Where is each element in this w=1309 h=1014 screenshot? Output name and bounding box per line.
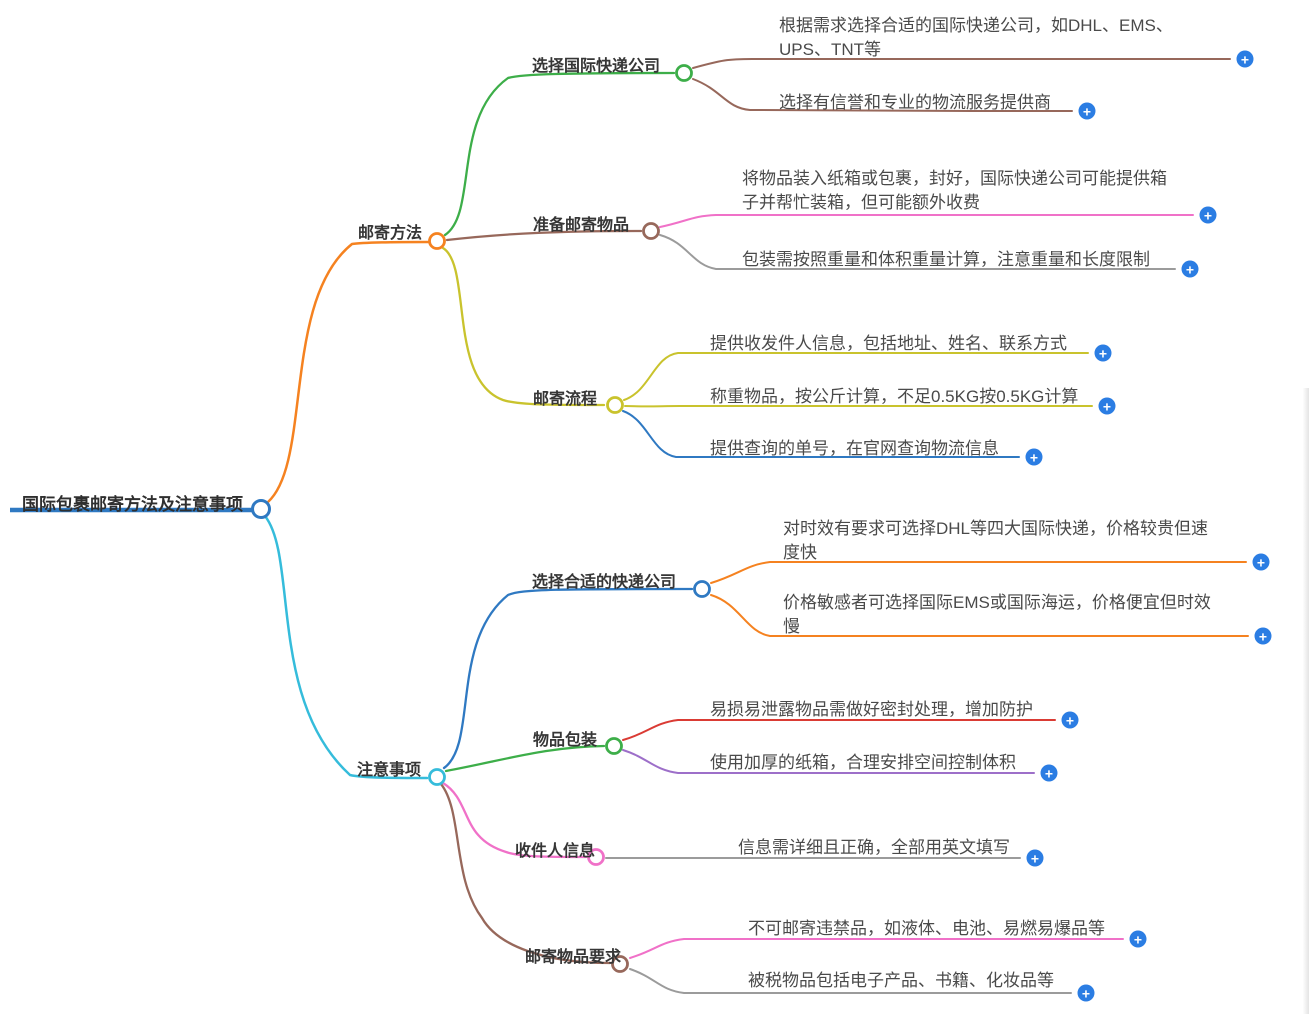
connector-line — [659, 214, 1194, 228]
node-collapse-handle[interactable] — [251, 499, 271, 519]
node-collapse-handle[interactable] — [605, 737, 623, 755]
connector-line — [623, 352, 1089, 401]
add-child-button[interactable]: + — [1078, 102, 1096, 120]
add-child-button[interactable]: + — [1040, 764, 1058, 782]
connector-line — [710, 594, 1249, 637]
connector-line — [692, 78, 1073, 112]
node-collapse-handle[interactable] — [642, 222, 660, 240]
connector-line — [659, 234, 1176, 270]
node-collapse-handle[interactable] — [587, 848, 605, 866]
scrollbar-track[interactable] — [1303, 388, 1309, 1014]
connector-line — [441, 246, 606, 407]
topic-item-packaging[interactable]: 物品包装 — [533, 732, 598, 749]
node-collapse-handle[interactable] — [611, 955, 629, 973]
leaf-note[interactable]: 易损易泄露物品需做好密封处理，增加防护 — [710, 700, 1033, 719]
add-child-button[interactable]: + — [1094, 344, 1112, 362]
add-child-button[interactable]: + — [1077, 984, 1095, 1002]
leaf-note[interactable]: 价格敏感者可选择国际EMS或国际海运，价格便宜但时效 慢 — [783, 593, 1211, 636]
leaf-note[interactable]: 被税物品包括电子产品、书籍、化妆品等 — [748, 971, 1054, 990]
connector-line — [622, 410, 1020, 458]
leaf-note[interactable]: 根据需求选择合适的国际快递公司，如DHL、EMS、 UPS、TNT等 — [779, 16, 1173, 59]
leaf-note[interactable]: 将物品装入纸箱或包裹，封好，国际快递公司可能提供箱 子并帮忙装箱，但可能额外收费 — [742, 169, 1167, 212]
connector-line — [445, 229, 643, 242]
add-child-button[interactable]: + — [1236, 50, 1254, 68]
branch-topic-precautions[interactable]: 注意事项 — [357, 762, 422, 779]
leaf-note[interactable]: 选择有信誉和专业的物流服务提供商 — [779, 93, 1051, 112]
add-child-button[interactable]: + — [1129, 930, 1147, 948]
add-child-button[interactable]: + — [1061, 711, 1079, 729]
leaf-note[interactable]: 称重物品，按公斤计算，不足0.5KG按0.5KG计算 — [710, 387, 1079, 406]
add-child-button[interactable]: + — [1181, 260, 1199, 278]
connector-line — [441, 781, 588, 859]
leaf-note[interactable]: 提供查询的单号，在官网查询物流信息 — [710, 439, 999, 458]
node-collapse-handle[interactable] — [675, 64, 693, 82]
topic-choose-international-courier[interactable]: 选择国际快递公司 — [532, 58, 661, 75]
root-topic[interactable]: 国际包裹邮寄方法及注意事项 — [22, 495, 243, 514]
connector-line — [710, 561, 1247, 584]
leaf-note[interactable]: 使用加厚的纸箱，合理安排空间控制体积 — [710, 753, 1016, 772]
connector-line — [444, 744, 606, 773]
leaf-note[interactable]: 对时效有要求可选择DHL等四大国际快递，价格较贵但速 度快 — [783, 519, 1209, 562]
add-child-button[interactable]: + — [1254, 627, 1272, 645]
topic-prepare-items[interactable]: 准备邮寄物品 — [533, 217, 630, 234]
add-child-button[interactable]: + — [1025, 448, 1043, 466]
leaf-note[interactable]: 包装需按照重量和体积重量计算，注意重量和长度限制 — [742, 250, 1150, 269]
connector-line — [442, 587, 694, 770]
connector-line — [266, 240, 430, 504]
topic-choose-suitable-courier[interactable]: 选择合适的快递公司 — [532, 574, 677, 591]
topic-recipient-info[interactable]: 收件人信息 — [515, 843, 596, 860]
leaf-note[interactable]: 信息需详细且正确，全部用英文填写 — [738, 838, 1010, 857]
add-child-button[interactable]: + — [1026, 849, 1044, 867]
connector-line — [622, 749, 1035, 774]
leaf-note[interactable]: 不可邮寄违禁品，如液体、电池、易燃易爆品等 — [748, 919, 1105, 938]
connector-line — [629, 938, 1124, 959]
connector-line — [263, 514, 429, 780]
connector-line — [622, 719, 1056, 741]
connector-line — [439, 782, 612, 965]
branch-topic-mailing-methods[interactable]: 邮寄方法 — [358, 225, 423, 242]
add-child-button[interactable]: + — [1199, 206, 1217, 224]
add-child-button[interactable]: + — [1252, 553, 1270, 571]
node-collapse-handle[interactable] — [428, 768, 446, 786]
connector-line — [692, 58, 1231, 69]
node-collapse-handle[interactable] — [428, 232, 446, 250]
add-child-button[interactable]: + — [1098, 397, 1116, 415]
connector-line — [443, 71, 676, 237]
topic-mailing-item-requirements[interactable]: 邮寄物品要求 — [525, 949, 622, 966]
node-collapse-handle[interactable] — [693, 580, 711, 598]
leaf-note[interactable]: 提供收发件人信息，包括地址、姓名、联系方式 — [710, 334, 1067, 353]
connector-line — [629, 968, 1072, 994]
node-collapse-handle[interactable] — [606, 396, 624, 414]
topic-mailing-process[interactable]: 邮寄流程 — [533, 391, 598, 408]
